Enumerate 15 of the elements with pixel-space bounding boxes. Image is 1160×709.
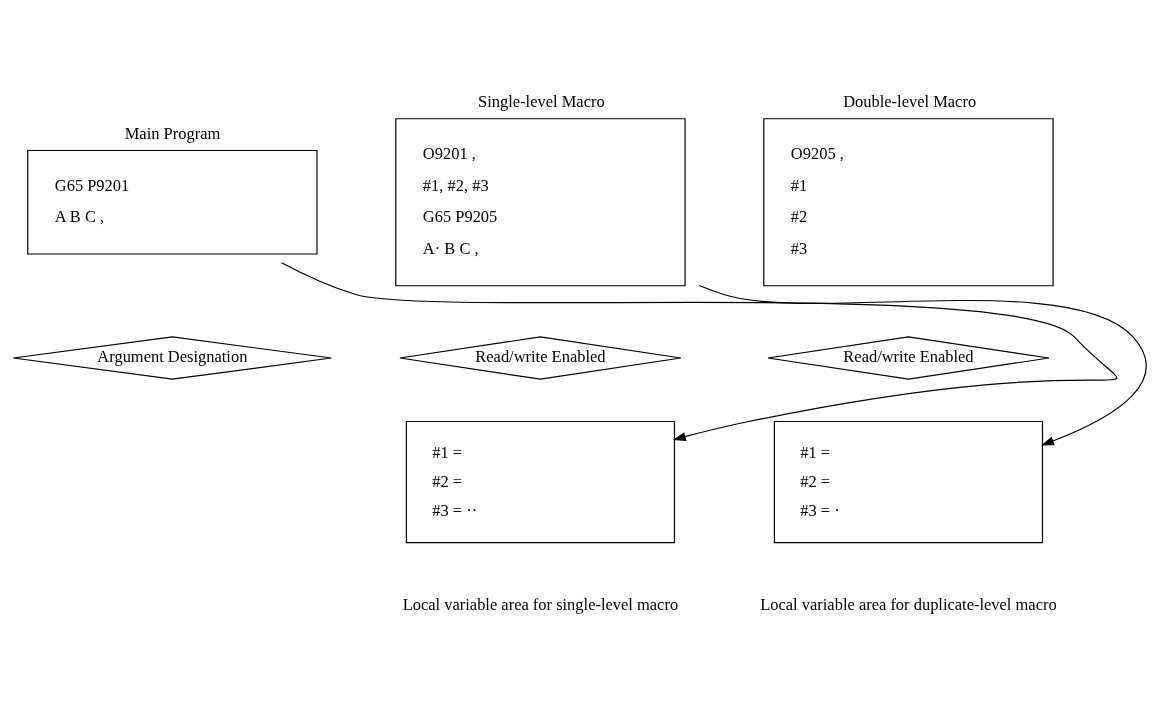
arrow	[281, 262, 1118, 441]
arrow	[698, 284, 1147, 446]
node-label: Double-level Macro	[843, 92, 977, 112]
node-box: O9201 , #1, #2, #3 G65 P9205 A· B C ,	[395, 118, 686, 287]
node-box: #1 = #2 = #3 = ··	[405, 420, 676, 544]
node-box: O9205 , #1 #2 #3	[763, 118, 1054, 287]
node-label: Local variable area for duplicate-level macro	[760, 595, 1057, 615]
node-box: #1 = #2 = #3 = ·	[773, 420, 1044, 544]
node-box: G65 P9201 A B C ,	[27, 149, 318, 255]
node-label: Single-level Macro	[478, 92, 605, 112]
node-label: Local variable area for single-level macro	[402, 595, 679, 615]
node-label: Main Program	[124, 123, 221, 143]
node-diamond: Read/write Enabled	[399, 336, 682, 380]
node-diamond: Argument Designation	[12, 336, 332, 380]
node-diamond: Read/write Enabled	[767, 336, 1050, 380]
